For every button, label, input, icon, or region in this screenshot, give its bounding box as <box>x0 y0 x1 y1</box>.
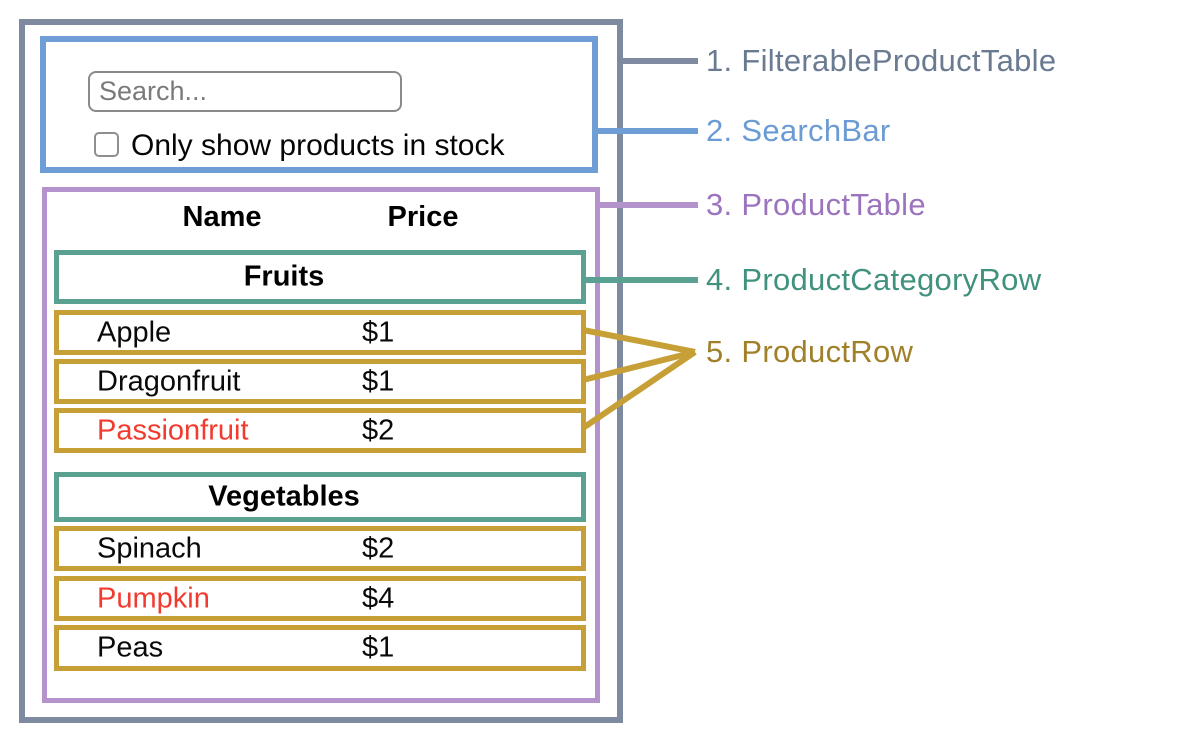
category-label: Vegetables <box>208 480 360 513</box>
product-row: Dragonfruit $1 <box>54 359 586 404</box>
product-table-box <box>42 187 600 703</box>
product-name: Dragonfruit <box>97 365 241 397</box>
legend-label-search-bar: 2. SearchBar <box>706 113 891 148</box>
product-row: Spinach $2 <box>54 526 586 571</box>
product-row: Peas $1 <box>54 625 586 671</box>
in-stock-checkbox[interactable] <box>94 132 119 157</box>
product-row: Pumpkin $4 <box>54 576 586 621</box>
category-label: Fruits <box>243 260 325 293</box>
legend-label-product-row: 5. ProductRow <box>706 334 914 369</box>
search-input[interactable] <box>88 71 402 112</box>
in-stock-checkbox-label: Only show products in stock <box>131 129 505 162</box>
product-category-row: Fruits <box>54 250 586 304</box>
product-name: Apple <box>97 316 172 348</box>
search-bar-box <box>40 36 598 173</box>
product-row: Passionfruit $2 <box>54 408 586 453</box>
product-price: $2 <box>362 532 395 564</box>
product-price: $1 <box>362 365 395 397</box>
product-price: $1 <box>362 316 395 348</box>
product-price: $4 <box>362 582 395 614</box>
legend-label-product-category-row: 4. ProductCategoryRow <box>706 262 1042 297</box>
column-header-price: Price <box>387 201 459 233</box>
legend-label-filterable-product-table: 1. FilterableProductTable <box>706 43 1057 78</box>
product-price: $2 <box>362 414 395 446</box>
product-name: Spinach <box>97 532 202 564</box>
product-name: Peas <box>97 631 164 664</box>
product-price: $1 <box>362 631 395 664</box>
product-category-row: Vegetables <box>54 472 586 522</box>
legend-label-product-table: 3. ProductTable <box>706 187 926 222</box>
product-name: Pumpkin <box>97 582 210 614</box>
product-name: Passionfruit <box>97 414 249 446</box>
column-header-name: Name <box>182 201 262 233</box>
product-row: Apple $1 <box>54 310 586 355</box>
